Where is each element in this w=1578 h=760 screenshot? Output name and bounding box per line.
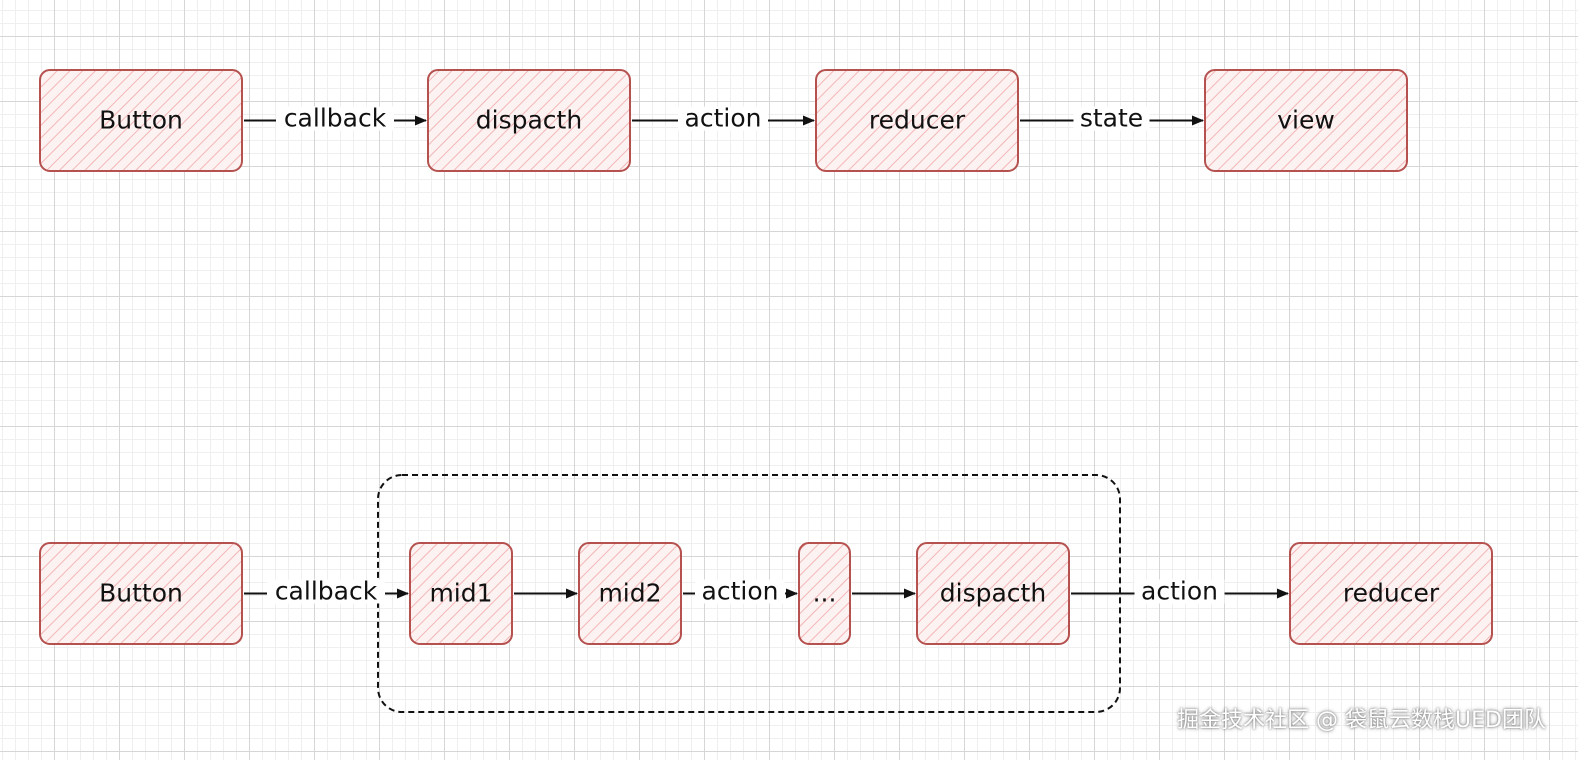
edge-label: action (685, 104, 762, 133)
edge-dispatch_2-to-reducer_2: action (1071, 577, 1289, 606)
node-label: dispacth (940, 579, 1046, 608)
node-label: mid1 (429, 579, 492, 608)
node-reducer_2: reducer (1289, 542, 1493, 645)
edge-label-background (695, 579, 785, 604)
node-ellipsis: ... (798, 542, 851, 645)
node-box (798, 542, 851, 645)
node-box (1289, 542, 1493, 645)
node-box (1204, 69, 1408, 172)
node-dispatch_2: dispacth (916, 542, 1070, 645)
node-label: mid2 (598, 579, 661, 608)
edge-reducer_1-to-view_1: state (1020, 104, 1204, 133)
edge-label-background (1134, 579, 1225, 604)
node-button_2: Button (39, 542, 243, 645)
node-label: dispacth (476, 106, 582, 135)
node-label: Button (99, 106, 183, 135)
node-mid2: mid2 (578, 542, 682, 645)
node-view_1: view (1204, 69, 1408, 172)
node-box (815, 69, 1019, 172)
edge-label: state (1080, 104, 1143, 133)
edge-label-background (276, 106, 394, 131)
node-reducer_1: reducer (815, 69, 1019, 172)
node-label: Button (99, 579, 183, 608)
edge-layer: callback action state callback action action (244, 104, 1289, 606)
node-label: reducer (869, 106, 966, 135)
node-box (39, 542, 243, 645)
edge-dispatch_1-to-reducer_1: action (632, 104, 815, 133)
edge-label: callback (275, 577, 378, 606)
edge-label-background (267, 579, 385, 604)
edge-label: action (702, 577, 779, 606)
node-box (409, 542, 513, 645)
node-dispatch_1: dispacth (427, 69, 631, 172)
node-label: view (1277, 106, 1335, 135)
node-box (578, 542, 682, 645)
watermark: 掘金技术社区 @ 袋鼠云数栈UED团队 (1177, 708, 1546, 733)
node-box (427, 69, 631, 172)
node-label: reducer (1343, 579, 1440, 608)
node-box (916, 542, 1070, 645)
node-label: ... (813, 579, 837, 608)
edge-mid2-to-ellipsis: action (683, 577, 798, 606)
edge-button_2-to-mid1: callback (244, 577, 409, 606)
edge-label: callback (284, 104, 387, 133)
node-button_1: Button (39, 69, 243, 172)
edge-label: action (1141, 577, 1218, 606)
edge-label-background (678, 106, 768, 131)
edge-label-background (1073, 106, 1150, 131)
node-box (39, 69, 243, 172)
node-mid1: mid1 (409, 542, 513, 645)
edge-button_1-to-dispatch_1: callback (244, 104, 427, 133)
